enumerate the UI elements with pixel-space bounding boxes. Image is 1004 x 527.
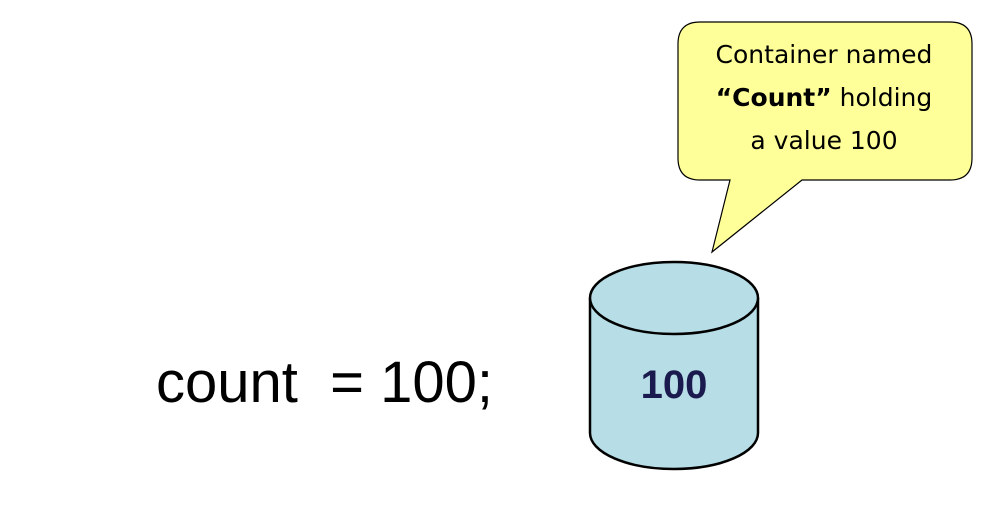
callout-line-3: a value 100 bbox=[750, 126, 898, 155]
cylinder-body bbox=[588, 298, 760, 471]
assignment-statement: count = 100; bbox=[156, 350, 493, 415]
cylinder-top bbox=[588, 260, 760, 336]
callout-line-2: “Count” holding bbox=[688, 76, 960, 119]
callout-bubble bbox=[677, 21, 973, 254]
callout-line-2-rest: holding bbox=[831, 83, 933, 112]
callout-variable-name: “Count” bbox=[715, 83, 832, 112]
callout-text: Container named “Count” holding a value … bbox=[688, 33, 960, 162]
cylinder-container bbox=[588, 260, 760, 471]
callout-line-1: Container named bbox=[715, 40, 933, 69]
container-value: 100 bbox=[640, 363, 708, 407]
